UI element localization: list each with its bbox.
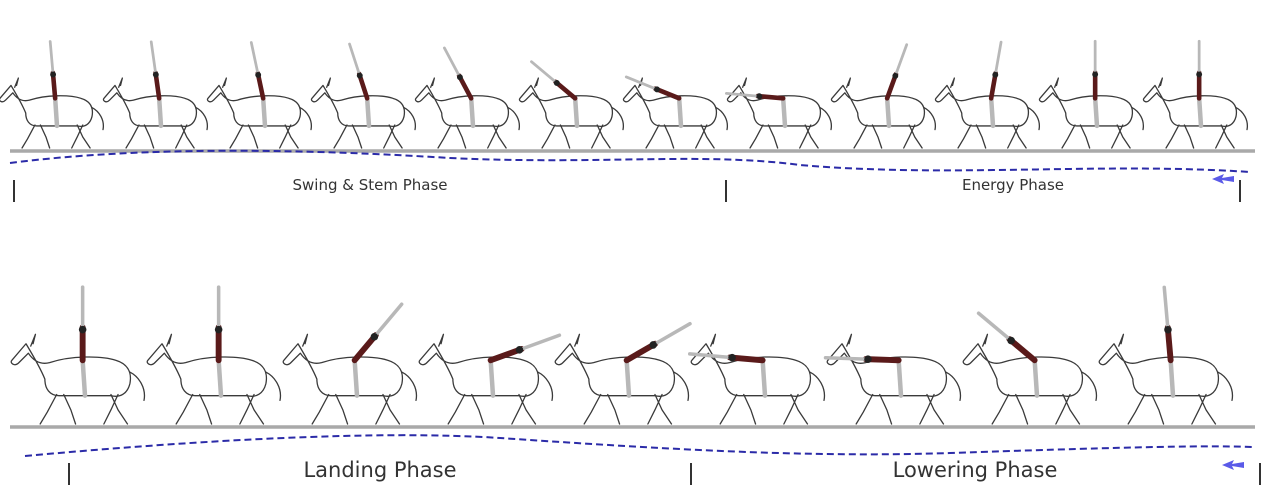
horse — [414, 77, 521, 149]
arrow-left-icon — [1212, 174, 1234, 184]
vaulter-figure — [214, 285, 224, 398]
horse — [962, 333, 1098, 425]
vaulter-figure — [443, 46, 476, 129]
horse — [10, 333, 146, 425]
vaulter-figure — [351, 302, 404, 398]
vaulter-figure — [823, 355, 904, 398]
horse — [554, 333, 690, 425]
vaulter-figure — [149, 40, 164, 129]
vaulter-figure — [530, 60, 580, 129]
horse — [310, 77, 417, 149]
horse — [826, 333, 962, 425]
arrow-left-icon — [1222, 460, 1244, 470]
horse — [622, 77, 729, 149]
vaulter-figure — [976, 311, 1040, 398]
horse — [690, 333, 826, 425]
horse — [418, 333, 554, 425]
horse — [146, 333, 282, 425]
rider-path-line — [24, 434, 1253, 457]
vaulter-figure — [249, 41, 268, 129]
horse — [726, 77, 833, 149]
vaulter-figure — [348, 42, 372, 129]
vaulter-figure — [487, 333, 562, 398]
horse — [0, 77, 105, 149]
horse — [934, 77, 1041, 149]
horse — [1038, 77, 1145, 149]
horse — [206, 77, 313, 149]
horse — [830, 77, 937, 149]
vaulter-figure — [1196, 39, 1204, 129]
phase-label-landing: Landing Phase — [303, 458, 457, 482]
vaulter-figure — [724, 91, 788, 129]
horse — [518, 77, 625, 149]
vaulter-figure — [623, 321, 692, 398]
phase-label-lowering: Lowering Phase — [892, 458, 1058, 482]
vaulter-figure — [687, 352, 768, 398]
horse — [1098, 333, 1234, 425]
vaulter-figure — [1092, 39, 1100, 129]
horse — [1142, 77, 1249, 149]
vaulter-figure — [1162, 285, 1176, 398]
horse — [102, 77, 209, 149]
row-swing-energy — [0, 39, 1255, 202]
vaulter-figure — [988, 40, 1003, 129]
phase-label-swing-stem: Swing & Stem Phase — [292, 176, 448, 194]
rider-path-line — [9, 149, 1251, 173]
horse — [282, 333, 418, 425]
vaulter-figure — [884, 43, 909, 129]
row-landing-lowering — [10, 285, 1261, 485]
phase-label-energy: Energy Phase — [961, 176, 1065, 194]
vaulter-figure — [78, 285, 88, 398]
vaulter-figure — [624, 75, 684, 129]
vaulter-figure — [48, 40, 60, 129]
